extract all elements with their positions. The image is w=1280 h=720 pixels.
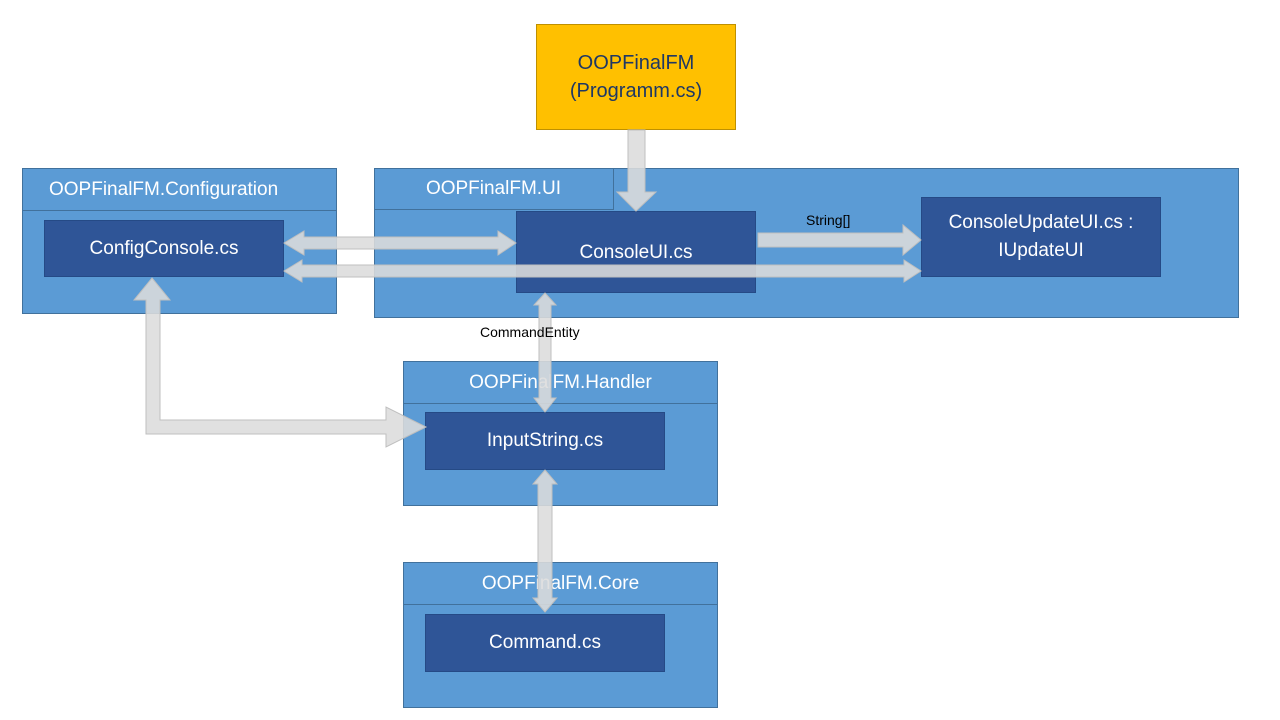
label-command-entity: CommandEntity — [480, 324, 580, 340]
arrow-input-string-to-command — [531, 469, 559, 613]
class-console-update-ui: ConsoleUpdateUI.cs : IUpdateUI — [921, 197, 1161, 277]
package-handler-title: OOPFinalFM.Handler — [404, 362, 717, 404]
arrow-config-console-to-update-ui — [283, 259, 922, 283]
entry-point-name: OOPFinalFM — [577, 52, 695, 74]
entry-point-box: OOPFinalFM (Programm.cs) — [536, 24, 736, 130]
arrow-console-ui-to-update-ui — [757, 223, 922, 257]
arrow-entry-to-console-ui — [615, 129, 658, 212]
package-core-title: OOPFinalFM.Core — [404, 563, 717, 605]
class-console-update-ui-name: ConsoleUpdateUI.cs : — [948, 212, 1134, 234]
arrow-console-ui-to-input-string — [532, 292, 558, 413]
package-ui-title: OOPFinalFM.UI — [374, 168, 614, 210]
arrow-config-console-to-console-ui — [283, 230, 517, 256]
class-config-console: ConfigConsole.cs — [44, 220, 284, 277]
entry-point-file: (Programm.cs) — [569, 80, 703, 102]
label-string-array: String[] — [806, 212, 851, 228]
class-console-update-ui-interface: IUpdateUI — [998, 240, 1084, 261]
class-command: Command.cs — [425, 614, 665, 672]
class-console-ui: ConsoleUI.cs — [516, 211, 756, 293]
arrow-config-console-to-input-string — [132, 277, 428, 448]
package-configuration-title: OOPFinalFM.Configuration — [23, 169, 336, 211]
